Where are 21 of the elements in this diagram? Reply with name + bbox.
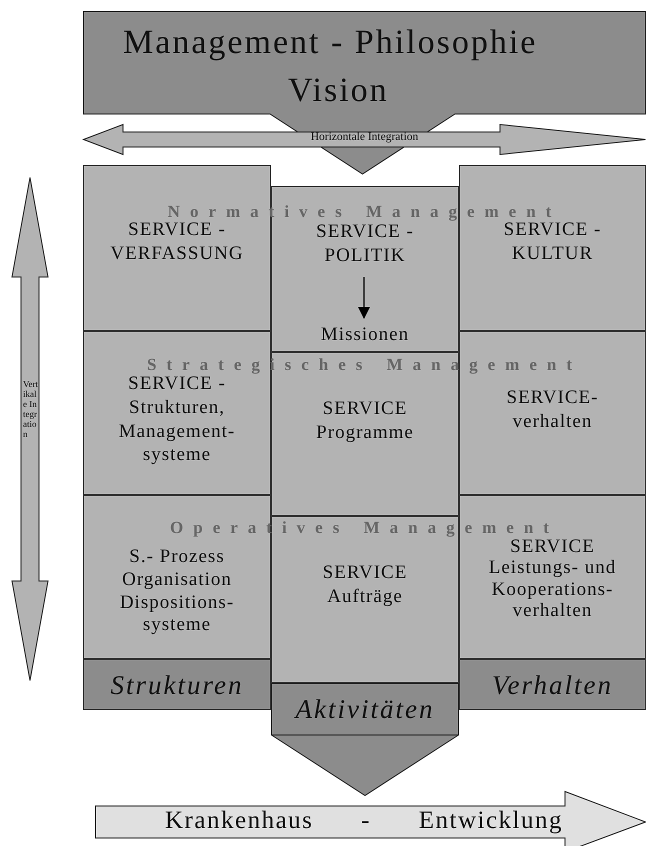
box-text: SERVICE - POLITIK xyxy=(315,221,415,268)
box-text: SERVICE Aufträge xyxy=(322,561,408,608)
box-text: Krankenhaus - Entwicklung xyxy=(165,808,563,833)
box-text: Horizontale Integration xyxy=(310,132,420,144)
box-text: Vision xyxy=(288,74,389,108)
box-text: Vertikale Integration xyxy=(23,379,39,439)
box-text: Verhalten xyxy=(491,669,614,702)
box-text: S.- Prozess Organisation Dispositions- systeme xyxy=(118,546,236,638)
box-text: SERVICE Leistungs- und Kooperations- verhalten xyxy=(488,536,618,622)
box-text: Aktivitäten xyxy=(293,695,436,725)
box-text: SERVICE - VERFASSUNG xyxy=(109,218,245,266)
box-text: Management - Philosophie xyxy=(123,26,538,60)
category-bar xyxy=(459,659,646,710)
box-text: SERVICE - KULTUR xyxy=(504,219,602,266)
box-text: SERVICE - Strukturen, Management- systeme xyxy=(118,373,236,467)
box-text: Strukturen xyxy=(110,669,244,702)
box-text: SERVICE- verhalten xyxy=(506,386,600,434)
category-bar xyxy=(83,659,271,710)
box-text: SERVICE Programme xyxy=(315,397,415,444)
box-text: Missionen xyxy=(320,323,410,347)
arrow xyxy=(358,277,370,319)
